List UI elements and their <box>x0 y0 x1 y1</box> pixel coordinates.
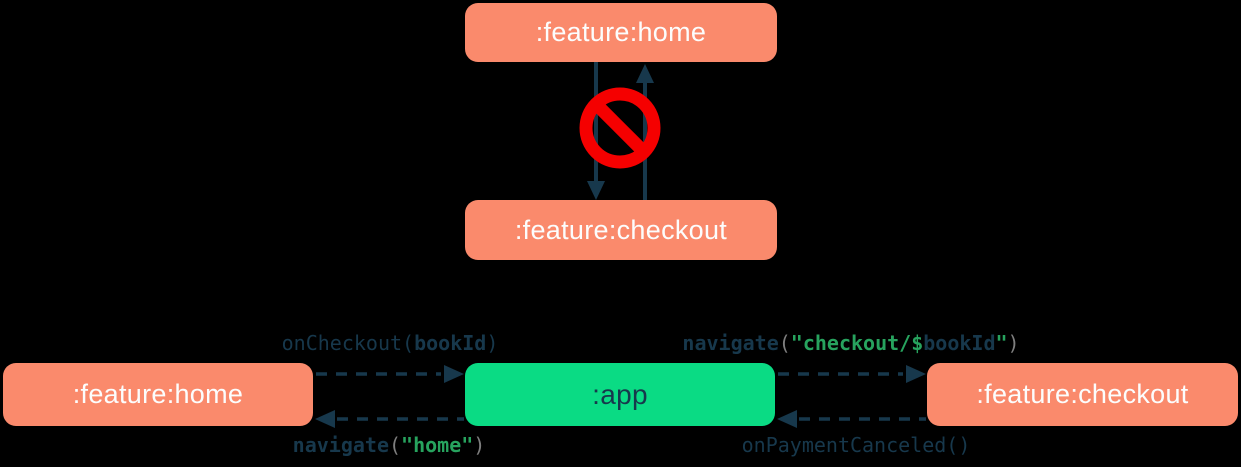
label-navigate-home: navigate("home") <box>293 432 486 458</box>
code-variable: bookId <box>923 331 996 355</box>
label-on-checkout: onCheckout(bookId) <box>282 330 499 356</box>
arrowhead-left-icon <box>315 410 335 428</box>
module-label: :feature:checkout <box>976 379 1189 409</box>
code-string: "home" <box>401 433 474 457</box>
no-entry-icon <box>579 87 661 169</box>
no-entry-ring <box>579 87 661 169</box>
arrowhead-right-icon <box>906 365 926 383</box>
module-label: :feature:home <box>72 379 244 409</box>
code-paren: ( <box>388 433 402 457</box>
code-string: "checkout/$ <box>790 331 924 355</box>
module-label: :feature:checkout <box>514 214 728 245</box>
top-feature-checkout-module: :feature:checkout <box>465 200 777 260</box>
code-paren: ) <box>486 331 499 355</box>
top-feature-home-module: :feature:home <box>465 3 777 62</box>
code-paren: ) <box>1007 331 1020 355</box>
bottom-feature-home-module: :feature:home <box>3 363 313 426</box>
bottom-app-module: :app <box>465 363 775 426</box>
code-function: navigate <box>682 331 779 355</box>
navigation-arrows <box>315 365 926 428</box>
code-function: onPaymentCanceled() <box>741 433 971 457</box>
module-label: :app <box>592 378 648 410</box>
code-paren: ( <box>778 331 791 355</box>
arrowhead-down-icon <box>587 181 605 200</box>
code-paren: ) <box>473 433 486 457</box>
module-label: :feature:home <box>535 17 707 47</box>
no-entry-slash <box>592 100 648 156</box>
arrowhead-left-icon <box>777 410 797 428</box>
code-function: onCheckout( <box>281 331 415 355</box>
code-function: navigate <box>292 433 389 457</box>
arrowhead-up-icon <box>636 64 654 83</box>
label-navigate-checkout: navigate("checkout/$bookId") <box>682 330 1019 356</box>
label-on-payment-canceled: onPaymentCanceled() <box>742 432 971 458</box>
bottom-feature-checkout-module: :feature:checkout <box>927 363 1238 426</box>
arrowhead-right-icon <box>444 365 464 383</box>
code-argument: bookId <box>414 331 487 355</box>
code-string: " <box>995 331 1008 355</box>
